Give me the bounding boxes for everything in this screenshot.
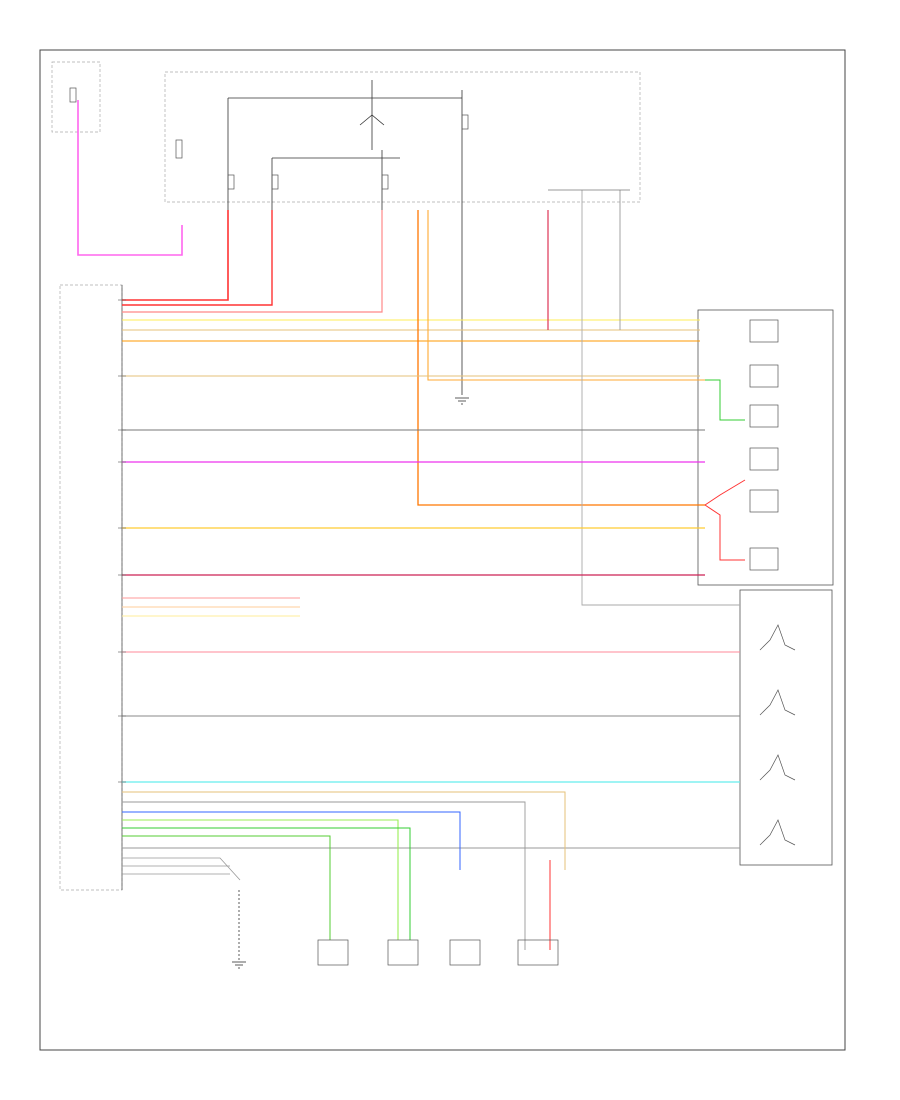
ground-icon bbox=[455, 397, 469, 405]
fuse-block-top-left bbox=[51, 61, 183, 256]
trs-internal bbox=[704, 379, 746, 561]
powertrain-control-module bbox=[59, 284, 123, 891]
transmission-range-sensor-block bbox=[697, 309, 834, 586]
ignition-switch-block bbox=[164, 71, 641, 395]
bottom-components bbox=[232, 890, 559, 969]
diagram-border bbox=[39, 49, 846, 1051]
sensor-icon bbox=[749, 319, 779, 571]
fuse-icon bbox=[69, 87, 77, 103]
fuse-icon bbox=[175, 114, 469, 190]
connector-icon bbox=[317, 939, 349, 966]
upper-feed-wires bbox=[122, 210, 700, 342]
lower-sensor-wires bbox=[122, 791, 566, 950]
pcm-pin-ticks bbox=[118, 299, 126, 783]
solenoid-body-block bbox=[739, 589, 833, 866]
signal-wires bbox=[122, 429, 740, 849]
relay-icon bbox=[359, 114, 385, 126]
ground-icon bbox=[232, 890, 246, 969]
trs-feeds bbox=[122, 189, 740, 606]
